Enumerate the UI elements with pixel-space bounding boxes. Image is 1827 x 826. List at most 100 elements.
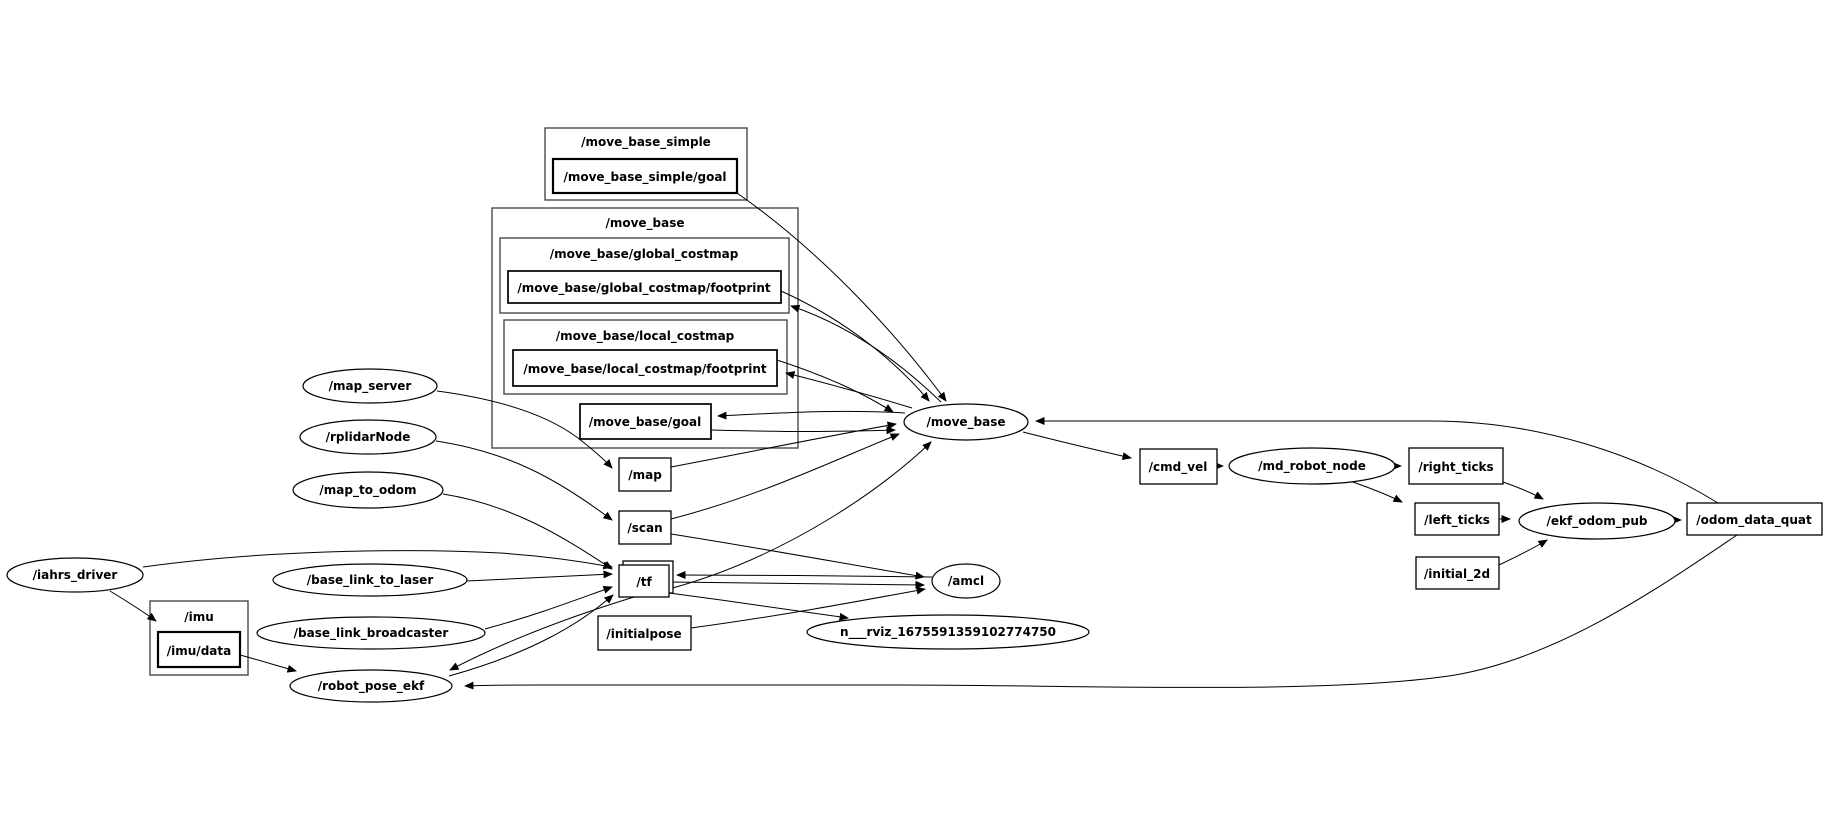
topic-map: /map (618, 457, 672, 492)
topic-initialpose: /initialpose (597, 615, 692, 651)
edge-scan-to-move-base (670, 433, 900, 520)
topic-scan: /scan (618, 510, 672, 545)
topic-move-base-goal-box (579, 403, 712, 440)
node-base-link-to-laser: /base_link_to_laser (272, 563, 468, 597)
cluster-local-costmap-label: /move_base/local_costmap (556, 329, 735, 344)
node-amcl: /amcl (931, 563, 1001, 599)
node-map-to-odom: /map_to_odom (292, 471, 444, 509)
edge-move-base-to-local-footprint (785, 371, 913, 409)
node-robot-pose-ekf: /robot_pose_ekf (289, 669, 453, 703)
cluster-move-base-simple-label: /move_base_simple (581, 135, 711, 150)
topic-tf-box (618, 564, 670, 598)
topic-imu-data-label: /imu/data (167, 644, 231, 658)
topic-map-box (618, 457, 672, 492)
topic-move-base-goal: /move_base/goal (579, 403, 712, 440)
node-rplidarnode: /rplidarNode (299, 419, 437, 455)
topic-tf-label: /tf (636, 575, 652, 589)
topic-left-ticks-box (1414, 502, 1500, 536)
topic-scan-label: /scan (627, 521, 662, 535)
node-rplidarnode-label: /rplidarNode (326, 430, 411, 444)
edge-imu-data-to-robot-pose-ekf (239, 654, 297, 673)
node-rplidarnode-ellipse (299, 419, 437, 455)
edge-md-robot-node-to-left-ticks (1349, 480, 1403, 503)
node-robot-pose-ekf-ellipse (289, 669, 453, 703)
topic-right-ticks: /right_ticks (1408, 447, 1504, 485)
node-rviz: n___rviz_1675591359102774750 (806, 614, 1090, 650)
node-robot-pose-ekf-label: /robot_pose_ekf (318, 679, 425, 694)
edge-tf-to-rviz (668, 592, 849, 621)
topic-cmd-vel: /cmd_vel (1139, 448, 1218, 485)
node-rviz-ellipse (806, 614, 1090, 650)
edge-iahrs-driver-to-tf (142, 550, 613, 570)
node-base-link-broadcaster-ellipse (256, 616, 486, 650)
topic-odom-data-quat-box (1686, 502, 1823, 536)
node-iahrs-driver: /iahrs_driver (6, 557, 144, 593)
edge-base-link-broadcaster-to-tf (484, 586, 613, 630)
edge-goal-to-move-base (710, 426, 896, 435)
edge-amcl-to-tf (676, 571, 933, 580)
node-base-link-broadcaster: /base_link_broadcaster (256, 616, 486, 650)
node-md-robot-node-ellipse (1228, 447, 1396, 485)
node-amcl-ellipse (931, 563, 1001, 599)
topic-initial-2d: /initial_2d (1415, 556, 1500, 590)
topic-imu-data: /imu/data (156, 630, 242, 669)
edge-map-to-move-base (670, 421, 897, 468)
node-move-base: /move_base (903, 403, 1029, 441)
topic-local-footprint: /move_base/local_costmap/footprint (512, 349, 778, 387)
edge-move-base-simple-goal-to-move-base (736, 192, 947, 402)
node-ekf-odom-pub-ellipse (1518, 502, 1676, 540)
node-rviz-label: n___rviz_1675591359102774750 (840, 625, 1056, 640)
node-map-server-ellipse (302, 368, 438, 404)
topic-odom-data-quat-label: /odom_data_quat (1696, 513, 1812, 528)
topic-local-footprint-label: /move_base/local_costmap/footprint (523, 362, 767, 377)
edge-local-footprint-to-move-base (776, 359, 894, 413)
topic-global-footprint: /move_base/global_costmap/footprint (507, 270, 782, 304)
edge-map-server-to-map (436, 390, 613, 469)
edge-rplidarnode-to-scan (435, 440, 613, 521)
node-ekf-odom-pub: /ekf_odom_pub (1518, 502, 1676, 540)
node-base-link-to-laser-ellipse (272, 563, 468, 597)
node-map-server: /map_server (302, 368, 438, 404)
edge-tf-to-move-base (668, 441, 932, 590)
topic-imu-data-box (156, 630, 242, 669)
topic-initial-2d-box (1415, 556, 1500, 590)
node-iahrs-driver-label: /iahrs_driver (33, 568, 118, 583)
topic-left-ticks: /left_ticks (1414, 502, 1500, 536)
node-base-link-to-laser-label: /base_link_to_laser (307, 573, 434, 588)
edge-robot-pose-ekf-to-tf (448, 594, 614, 677)
node-move-base-ellipse (903, 403, 1029, 441)
topic-local-footprint-box (512, 349, 778, 387)
edge-base-link-to-laser-to-tf (466, 570, 613, 582)
topic-cmd-vel-box (1139, 448, 1218, 485)
edge-odom-data-quat-to-move-base (1035, 417, 1719, 504)
node-map-to-odom-ellipse (292, 471, 444, 509)
edge-scan-to-amcl (670, 533, 925, 580)
topic-move-base-simple-goal-box (551, 157, 739, 195)
node-iahrs-driver-ellipse (6, 557, 144, 593)
topic-move-base-goal-label: /move_base/goal (589, 415, 702, 430)
topic-map-label: /map (628, 468, 662, 482)
edge-tf-to-robot-pose-ekf (449, 596, 635, 671)
topic-odom-data-quat: /odom_data_quat (1686, 502, 1823, 536)
topic-global-footprint-box (507, 270, 782, 304)
topic-scan-box (618, 510, 672, 545)
edge-right-ticks-to-ekf-odom-pub (1502, 481, 1544, 500)
topic-global-footprint-label: /move_base/global_costmap/footprint (517, 281, 771, 296)
topic-move-base-simple-goal: /move_base_simple/goal (551, 157, 739, 195)
topic-right-ticks-label: /right_ticks (1418, 460, 1493, 475)
topic-initialpose-label: /initialpose (606, 627, 681, 641)
node-md-robot-node: /md_robot_node (1228, 447, 1396, 485)
edge-iahrs-driver-to-imu-data (109, 590, 157, 622)
node-ekf-odom-pub-label: /ekf_odom_pub (1546, 514, 1647, 529)
edge-odom-data-quat-to-robot-pose-ekf (464, 534, 1738, 690)
topic-move-base-simple-goal-label: /move_base_simple/goal (563, 170, 726, 185)
node-md-robot-node-label: /md_robot_node (1258, 459, 1366, 474)
topic-left-ticks-label: /left_ticks (1424, 513, 1490, 528)
edge-move-base-to-global-footprint (790, 304, 942, 403)
node-base-link-broadcaster-label: /base_link_broadcaster (294, 626, 449, 641)
edge-initialpose-to-amcl (690, 586, 926, 629)
topic-initialpose-box (597, 615, 692, 651)
edge-tf-to-amcl (668, 580, 925, 589)
